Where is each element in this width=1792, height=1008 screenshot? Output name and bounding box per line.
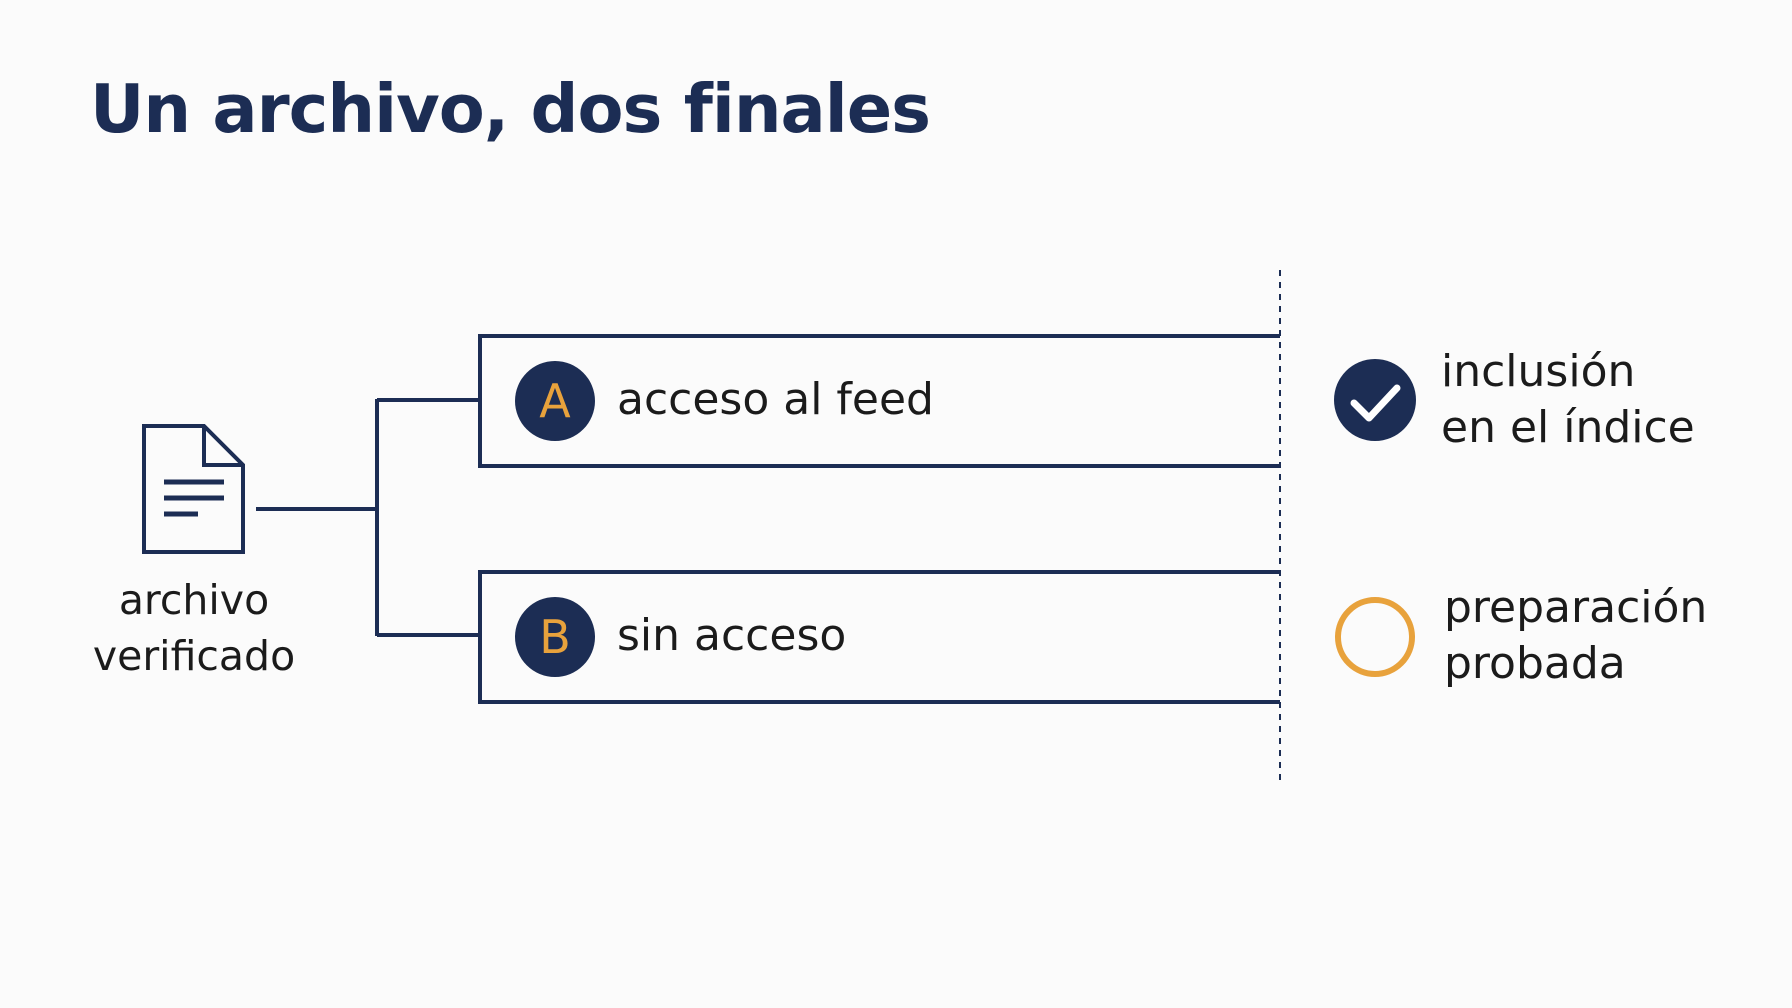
branch-connector: [256, 398, 480, 637]
source-label-line1: archivo: [118, 576, 270, 624]
outcome-a-line1: inclusión: [1441, 346, 1636, 397]
branch-b-box: [478, 570, 1280, 704]
outcome-a-label: inclusión en el índice: [1441, 344, 1695, 456]
branch-a-label: acceso al feed: [617, 374, 934, 425]
check-circle-icon: [1334, 359, 1416, 441]
empty-circle-icon: [1335, 597, 1415, 677]
source-label: archivo verificado: [60, 572, 328, 684]
badge-b-letter: B: [539, 610, 571, 664]
badge-b-circle: [515, 597, 595, 677]
badge-a-letter: A: [539, 374, 571, 428]
document-icon: [142, 424, 245, 554]
outcome-b-line2: probada: [1444, 638, 1626, 689]
source-label-line2: verificado: [92, 632, 296, 680]
outcome-b-line1: preparación: [1444, 582, 1708, 633]
outcome-b-label: preparación probada: [1444, 580, 1707, 692]
branch-a-box: [478, 334, 1280, 468]
badge-a-circle: [515, 361, 595, 441]
outcome-a-line2: en el índice: [1441, 402, 1695, 453]
page-title: Un archivo, dos finales: [90, 70, 931, 148]
branch-b-label: sin acceso: [617, 610, 847, 661]
